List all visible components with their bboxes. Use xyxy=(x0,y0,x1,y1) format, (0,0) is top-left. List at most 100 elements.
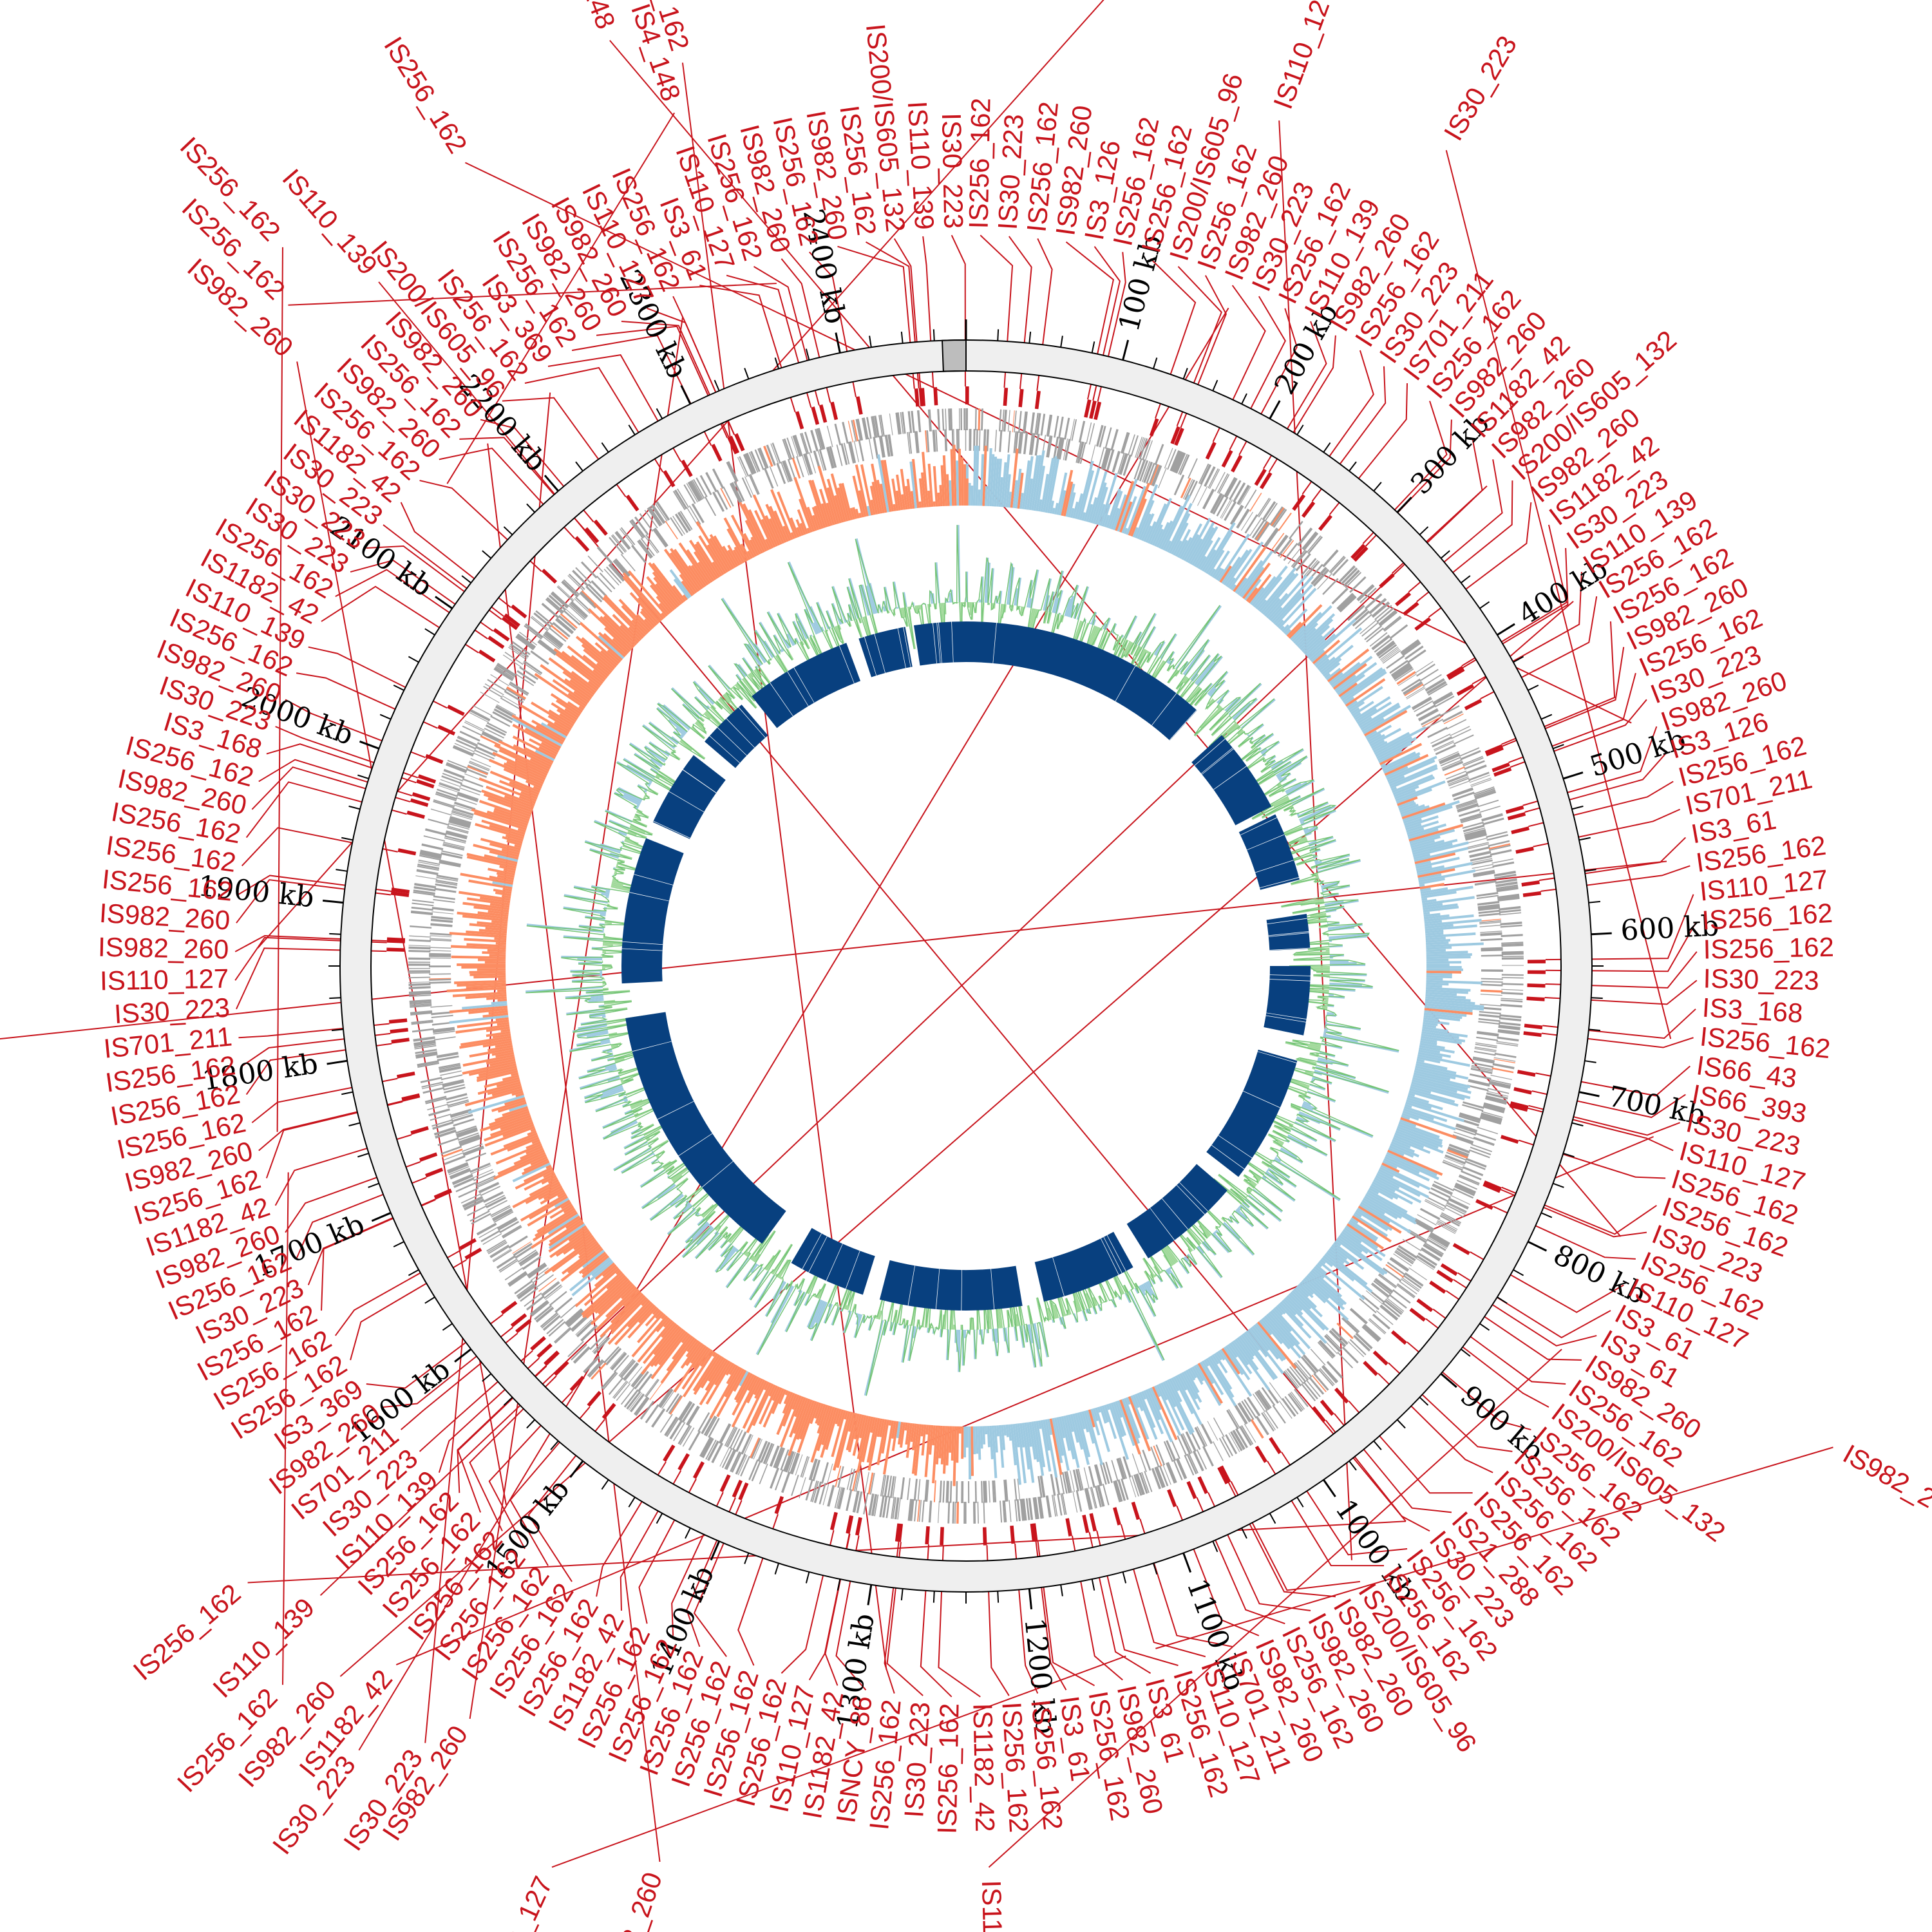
gc-skew-positive xyxy=(1414,1068,1456,1080)
gc-skew-positive xyxy=(1394,1132,1444,1154)
gene-mark xyxy=(548,1321,566,1337)
gene-mark xyxy=(412,899,434,904)
gene-mark xyxy=(1151,1468,1160,1490)
gc-content-above xyxy=(636,804,639,808)
gene-mark xyxy=(994,430,998,452)
gene-mark xyxy=(1311,1374,1327,1392)
gc-skew-negative xyxy=(636,614,652,631)
gc-skew-positive xyxy=(1189,1367,1197,1379)
gene-mark xyxy=(608,564,625,582)
gene-mark xyxy=(1307,536,1323,554)
gene-mark xyxy=(658,1388,672,1408)
gc-content-below xyxy=(746,1252,751,1257)
gc-skew-positive xyxy=(1338,1235,1363,1253)
is-element-mark xyxy=(1395,592,1412,607)
gene-mark xyxy=(795,1454,803,1475)
gc-skew-positive xyxy=(1101,1405,1110,1423)
is-element-mark xyxy=(625,495,639,512)
gc-skew-negative xyxy=(477,1068,518,1080)
gc-skew-negative xyxy=(489,850,519,860)
gene-mark xyxy=(787,459,797,480)
gene-mark xyxy=(1244,1399,1257,1419)
gene-mark xyxy=(446,827,469,834)
is-element-mark xyxy=(982,1527,987,1546)
gc-skew-positive xyxy=(1376,1173,1421,1197)
gene-mark xyxy=(527,1263,547,1278)
gc-skew-positive xyxy=(1293,605,1332,644)
gene-mark xyxy=(683,484,696,504)
gene-mark xyxy=(668,1394,682,1414)
gc-skew-negative xyxy=(559,713,576,724)
block-gap-line xyxy=(1201,747,1233,774)
gc-content-below xyxy=(1307,1045,1321,1050)
gc-skew-negative xyxy=(488,867,515,876)
gc-skew-negative xyxy=(497,875,515,880)
gc-skew-negative xyxy=(493,807,530,822)
minor-tick xyxy=(900,1588,904,1601)
gc-content-above xyxy=(882,606,886,612)
gene-mark xyxy=(892,1497,896,1519)
gc-skew-positive xyxy=(968,482,971,506)
gc-skew-negative xyxy=(489,1115,531,1132)
gc-skew-negative xyxy=(826,478,842,524)
gc-skew-negative xyxy=(901,494,906,510)
gene-mark xyxy=(1013,431,1017,453)
minor-tick xyxy=(805,1571,810,1584)
gene-mark xyxy=(974,1481,977,1503)
gc-skew-negative xyxy=(673,549,703,590)
gene-mark xyxy=(1331,1329,1348,1345)
gene-mark xyxy=(1465,833,1487,840)
is-element-mark xyxy=(1447,667,1465,680)
gene-mark xyxy=(1075,1490,1083,1512)
gc-skew-negative xyxy=(754,509,774,549)
gene-mark xyxy=(674,489,688,509)
gc-content-below xyxy=(1146,650,1150,654)
gc-skew-positive xyxy=(1017,1423,1027,1484)
gc-content-below xyxy=(646,1137,650,1141)
gc-skew-positive xyxy=(1283,1298,1327,1344)
gene-mark xyxy=(1376,640,1394,656)
gene-mark xyxy=(1382,1302,1401,1318)
gene-mark xyxy=(468,764,489,774)
is-element-mark xyxy=(1526,996,1545,1001)
gene-mark xyxy=(1072,1469,1079,1492)
gc-content-above xyxy=(1043,578,1052,611)
gene-mark xyxy=(1376,1310,1394,1325)
gene-mark xyxy=(665,520,678,540)
gc-content-below xyxy=(722,694,730,704)
gene-mark xyxy=(620,1359,635,1378)
gene-mark xyxy=(473,1171,495,1182)
gene-mark xyxy=(1097,1485,1104,1507)
gc-skew-positive xyxy=(1213,567,1222,580)
gc-skew-positive xyxy=(1343,696,1355,705)
gene-mark xyxy=(1434,696,1455,708)
gene-mark xyxy=(580,561,598,579)
is-element-mark xyxy=(500,1300,518,1315)
gc-content-below xyxy=(779,1276,783,1280)
gene-mark xyxy=(538,1278,557,1292)
outer-is-label: IS110_127 xyxy=(1267,0,1341,113)
is-element-mark xyxy=(1255,1445,1268,1463)
gc-skew-negative xyxy=(1115,480,1135,531)
gc-skew-positive xyxy=(739,1370,749,1387)
gc-skew-negative xyxy=(484,961,506,964)
gene-mark xyxy=(1403,681,1423,695)
gc-skew-positive xyxy=(582,1249,605,1269)
gene-mark xyxy=(520,1287,538,1302)
major-tick xyxy=(1269,400,1281,419)
gene-mark xyxy=(1146,462,1155,484)
gc-skew-negative xyxy=(835,1408,842,1425)
gene-mark xyxy=(408,961,431,963)
gc-skew-positive xyxy=(1278,587,1317,629)
gc-skew-positive xyxy=(1409,829,1455,844)
gc-skew-positive xyxy=(1288,1293,1325,1331)
gc-skew-negative xyxy=(493,810,529,824)
gc-skew-negative xyxy=(497,1101,527,1113)
gc-skew-negative xyxy=(791,1394,800,1410)
gc-skew-negative xyxy=(534,672,586,709)
gc-skew-positive xyxy=(1354,696,1391,721)
gene-mark xyxy=(1280,540,1294,558)
gc-content-below xyxy=(672,749,676,753)
is-element-mark xyxy=(504,613,520,627)
gc-skew-positive xyxy=(1267,1312,1306,1356)
